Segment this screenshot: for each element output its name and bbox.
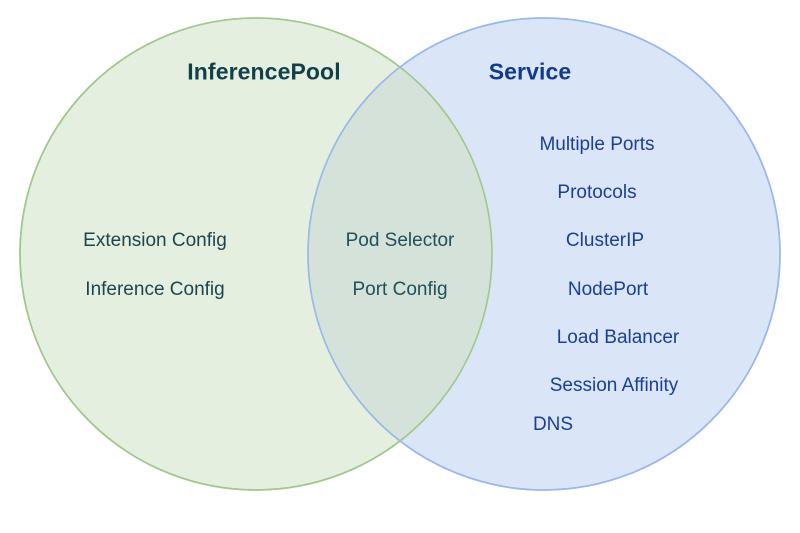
circle-intersection (308, 18, 492, 490)
circle-service-outline (307, 17, 781, 491)
circle-inferencepool-outline (19, 17, 493, 491)
